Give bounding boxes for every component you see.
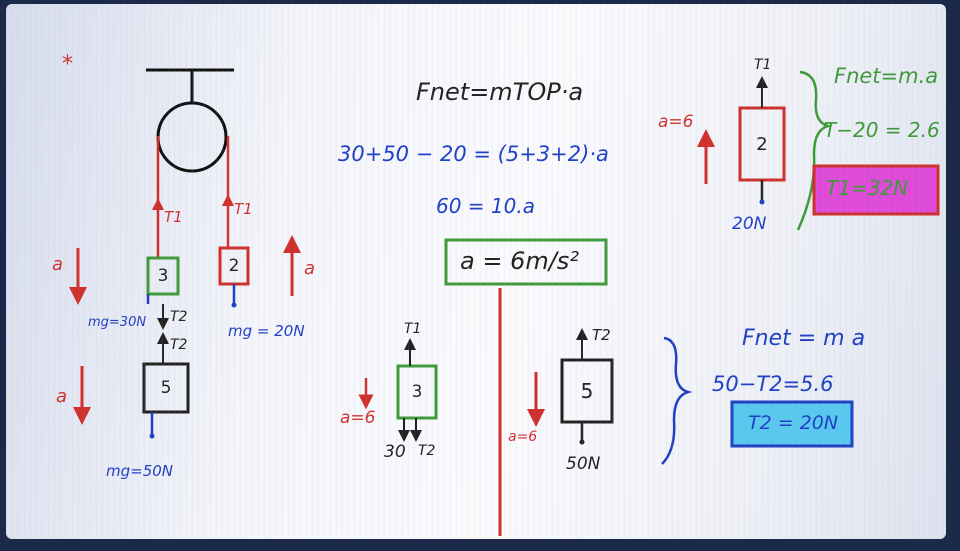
block-5-outline — [142, 362, 190, 414]
fbd3-block-label: 3 — [411, 382, 423, 402]
t2-down-label: T2 — [170, 309, 188, 325]
star-mark: * — [62, 52, 73, 77]
force-sum-equation: 30+50 − 20 = (5+3+2)·a — [338, 142, 609, 166]
simplified-equation: 60 = 10.a — [436, 194, 535, 218]
accel-right-label: a — [304, 258, 316, 279]
fbd3-t1-label: T1 — [404, 321, 422, 337]
accel-left-top-label: a — [52, 254, 64, 275]
fbd3-weight-label: 30 — [384, 442, 406, 462]
fbd5-weight-label: 50N — [566, 454, 601, 474]
fbd5-block-label: 5 — [580, 379, 594, 403]
drawing-layer — [69, 68, 940, 536]
fbd2-fnet-label: Fnet=m.a — [834, 64, 939, 88]
fbd2-block-label: 2 — [756, 133, 768, 155]
fbd2-accel-label: a=6 — [658, 112, 694, 132]
fnet-equation: Fnet=mTOP·a — [416, 78, 584, 106]
fbd5-block-outline — [560, 358, 614, 424]
mg-20-label: mg = 20N — [228, 322, 305, 340]
brace-block-5 — [661, 336, 693, 465]
pulley-wheel — [156, 101, 228, 173]
block-2-label: 2 — [228, 256, 240, 276]
fbd2-weight-label: 20N — [732, 214, 767, 234]
accel-result: a = 6m/s² — [460, 247, 579, 275]
whiteboard: * T1 T1 3 2 5 a a a mg=30N T2 T2 mg = 20… — [6, 4, 946, 539]
fbd3-t2-label: T2 — [418, 443, 436, 459]
block-3-label: 3 — [157, 266, 169, 286]
t2-up-label: T2 — [170, 337, 188, 353]
fbd3-accel-label: a=6 — [340, 408, 376, 428]
fbd5-t2-label: T2 — [592, 326, 611, 344]
block-5-label: 5 — [160, 378, 172, 398]
t1-right-label: T1 — [234, 200, 253, 218]
accel-left-bottom-label: a — [56, 386, 68, 407]
t1-left-label: T1 — [164, 208, 183, 226]
mg-50-label: mg=50N — [106, 462, 174, 480]
block-3-outline — [146, 256, 180, 296]
fbd2-t1-label: T1 — [754, 57, 772, 73]
fnet-ma-label: Fnet = m a — [742, 326, 866, 351]
t2-highlight-box — [730, 400, 854, 448]
t1-result: T1=32N — [826, 176, 909, 200]
mg-30-label: mg=30N — [88, 315, 147, 330]
block-5-equation: 50−T2=5.6 — [712, 372, 834, 396]
accel-result-box — [444, 238, 608, 286]
fbd5-accel-label: a=6 — [508, 429, 538, 445]
fbd2-equation: T−20 = 2.6 — [824, 118, 940, 142]
t2-result: T2 = 20N — [748, 412, 839, 434]
t1-highlight-box — [812, 164, 940, 216]
